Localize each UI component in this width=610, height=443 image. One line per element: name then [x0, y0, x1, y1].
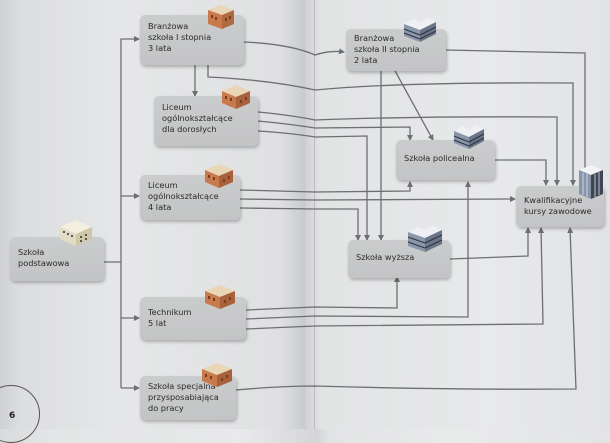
school-building-icon: [202, 363, 232, 387]
edge-policealna-kursy: [495, 159, 549, 186]
node-label: Technikum 5 lat: [148, 307, 192, 328]
modern-building-icon: [453, 125, 485, 149]
node-szkola-policealna[interactable]: Szkoła policealna: [396, 140, 495, 180]
office-tower-icon: [579, 165, 603, 199]
edge-liceum4-kursy: [239, 196, 516, 203]
edge-specjalna-kursy: [235, 227, 577, 391]
edge-liceum4-policealna: [239, 181, 413, 193]
edge-technikum-kursy: [245, 227, 545, 330]
node-label: Kwalifikacyjne kursy zawodowe: [524, 195, 592, 216]
node-szkola-specjalna[interactable]: Szkoła specjalna przysposabiająca do pra…: [140, 376, 236, 420]
school-building-icon: [208, 5, 234, 29]
book-spine: [314, 0, 315, 429]
school-building-icon: [205, 164, 233, 188]
page-number: 6: [9, 411, 16, 421]
node-branzowa-1-stopnia[interactable]: Branżowa szkoła I stopnia 3 lata: [140, 15, 244, 65]
school-building-icon: [205, 285, 235, 309]
edge-podstawowa-branzowa1: [120, 36, 140, 388]
node-label: Szkoła policealna: [404, 153, 475, 163]
edge-branzowa2-policealna: [393, 68, 434, 141]
node-label: Szkoła wyższa: [356, 252, 415, 262]
node-label: Szkoła podstawowa: [18, 247, 70, 268]
edge-branzowa1-kursy: [207, 65, 576, 186]
edge-liceum4-wyzsza: [239, 207, 361, 241]
edge-liceum-dorosli-wyzsza: [257, 130, 370, 241]
node-technikum[interactable]: Technikum 5 lat: [140, 297, 246, 340]
node-label: Branżowa szkoła II stopnia 2 lata: [354, 33, 420, 65]
node-label: Liceum ogólnokształcące 4 lata: [148, 180, 219, 212]
node-label: Szkoła specjalna przysposabiająca do pra…: [148, 381, 219, 413]
school-building-icon: [222, 85, 250, 109]
edge-technikum-policealna: [245, 181, 471, 320]
modern-building-icon: [403, 18, 437, 42]
node-label: Liceum ogólnokształcące dla dorosłych: [162, 102, 233, 134]
edge-technikum-wyzsza: [245, 276, 400, 311]
modern-building-icon: [407, 226, 443, 252]
edge-branzowa2-kursy: [445, 49, 588, 186]
node-label: Branżowa szkoła I stopnia 3 lata: [148, 21, 212, 53]
node-szkola-podstawowa[interactable]: Szkoła podstawowa: [10, 237, 104, 281]
edge-liceum-dorosli-policealna: [257, 120, 413, 141]
connector-layer: [104, 36, 588, 391]
school-building-icon: [60, 220, 92, 246]
edge-liceum-dorosli-kursy: [257, 111, 560, 186]
edge-wyzsza-kursy: [449, 227, 531, 260]
edge-branzowa1-branzowa2: [243, 41, 345, 56]
